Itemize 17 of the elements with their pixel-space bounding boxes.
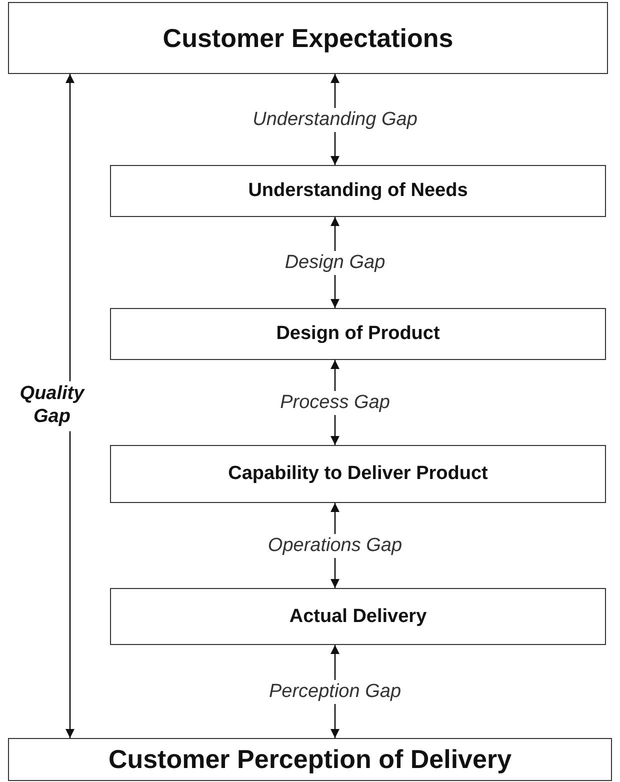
process-box xyxy=(110,588,606,645)
process-box xyxy=(8,2,608,74)
process-box xyxy=(110,445,606,503)
box-label: Understanding of Needs xyxy=(248,180,468,202)
process-box xyxy=(110,165,606,217)
box-label: Capability to Deliver Product xyxy=(228,463,488,485)
edge-label: Operations Gap xyxy=(266,534,404,558)
double-arrow xyxy=(66,74,74,738)
box-label: Actual Delivery xyxy=(289,606,427,628)
process-box xyxy=(110,308,606,360)
box-label: Customer Expectations xyxy=(162,22,454,54)
edge-label: Design Gap xyxy=(282,250,388,274)
edge-label: Perception Gap xyxy=(266,680,404,704)
box-label: Customer Perception of Delivery xyxy=(108,744,512,775)
process-box xyxy=(8,738,612,781)
edge-label: Process Gap xyxy=(278,390,392,414)
box-label: Design of Product xyxy=(276,323,440,345)
